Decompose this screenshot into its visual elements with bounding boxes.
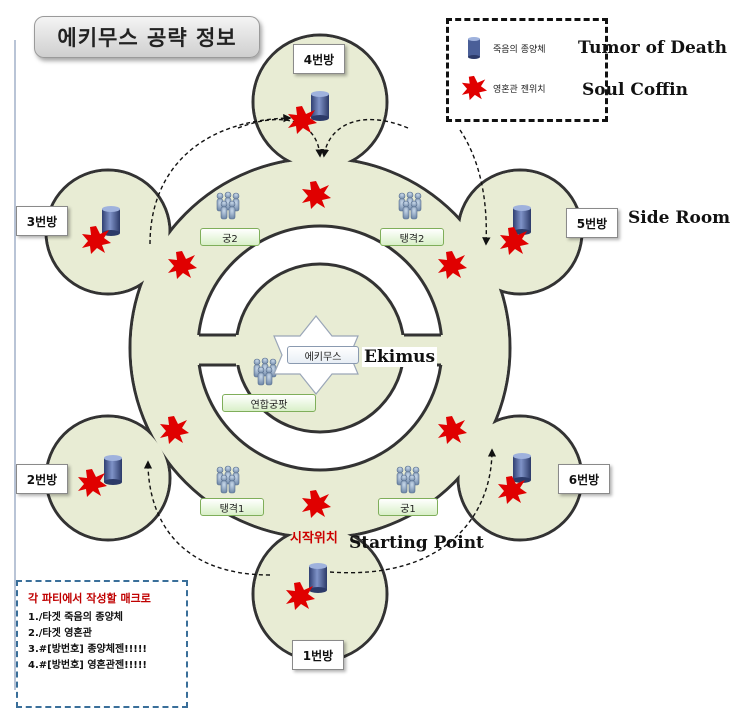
boss-label-ko: 에키무스: [287, 346, 359, 364]
soul-coffin-markers: [78, 106, 529, 610]
legend: 죽음의 종양체 영혼관 젠위치: [446, 18, 608, 122]
route-arrows: [143, 113, 497, 576]
legend-coffin-en: Soul Coffin: [582, 80, 688, 100]
party-group-icon: [398, 191, 422, 220]
macro-line: 2./타겟 영혼관: [28, 628, 92, 639]
route-arrow-into-4: [237, 118, 324, 158]
route-arrow-1-to-2: [143, 460, 271, 576]
route-arrow-into-4-right: [320, 118, 409, 158]
room-label-1: 1번방: [292, 640, 344, 670]
splat-icon: [438, 416, 467, 444]
route-arrow-4-to-5: [459, 129, 491, 246]
group-label-alliance: 연합궁팟: [222, 394, 316, 412]
splat-icon: [302, 181, 331, 209]
legend-row-tumor: 죽음의 종양체: [461, 35, 546, 61]
tumor-icon: [513, 453, 531, 483]
splat-icon: [438, 251, 467, 279]
party-group-icon: [396, 465, 420, 494]
tumor-icon: [311, 91, 329, 121]
splat-icon: [286, 582, 315, 610]
splat-icon: [498, 476, 527, 504]
tumor-markers: [102, 91, 531, 593]
party-group-icon: [216, 465, 240, 494]
legend-coffin-label: 영혼관 젠위치: [493, 84, 546, 95]
tumor-icon: [468, 37, 480, 59]
macro-panel: 각 파티에서 작성할 매크로 1./타겟 죽음의 종양체 2./타겟 영혼관 3…: [16, 580, 188, 708]
group-label-taengkyeok1: 탱격1: [200, 498, 264, 516]
start-label-en: Starting Point: [349, 533, 484, 553]
splat-icon: [302, 490, 331, 518]
left-edge-frame: [0, 40, 16, 690]
group-label-gung2: 궁2: [200, 228, 260, 246]
tumor-icon: [513, 205, 531, 235]
macro-line: 3.#[방번호] 종양체젠!!!!!: [28, 644, 147, 655]
macro-title: 각 파티에서 작성할 매크로: [28, 592, 151, 605]
splat-icon: [82, 226, 111, 254]
start-label-ko: 시작위치: [290, 531, 338, 546]
tumor-icon: [104, 455, 122, 485]
legend-tumor-en: Tumor of Death: [578, 38, 728, 58]
group-label-gung1: 궁1: [378, 498, 438, 516]
party-group-icon: [216, 191, 240, 220]
room-label-2: 2번방: [16, 464, 68, 494]
route-arrow-3-to-4: [149, 113, 292, 245]
splat-icon: [160, 416, 189, 444]
splat-icon: [461, 75, 487, 101]
splat-icon: [288, 106, 317, 134]
macro-line: 4.#[방번호] 영혼관젠!!!!!: [28, 660, 147, 671]
macro-line: 1./타겟 죽음의 종양체: [28, 612, 123, 623]
splat-icon: [78, 469, 107, 497]
group-label-taengkyeok2: 탱격2: [380, 228, 444, 246]
splat-icon: [500, 227, 529, 255]
tumor-icon: [309, 563, 327, 593]
room-label-6: 6번방: [558, 464, 610, 494]
side-room-label: Side Room: [628, 208, 731, 228]
room-label-3: 3번방: [16, 206, 68, 236]
legend-row-coffin: 영혼관 젠위치: [461, 75, 546, 101]
room-label-4: 4번방: [293, 44, 345, 74]
boss-label-en: Ekimus: [362, 347, 438, 367]
splat-icon: [168, 251, 197, 279]
legend-tumor-label: 죽음의 종양체: [493, 44, 546, 55]
party-group-icons: [216, 191, 422, 494]
route-arrow-1-to-6: [329, 448, 497, 574]
tumor-icon: [102, 206, 120, 236]
room-label-5: 5번방: [566, 208, 618, 238]
page-title: 에키무스 공략 정보: [34, 16, 260, 58]
